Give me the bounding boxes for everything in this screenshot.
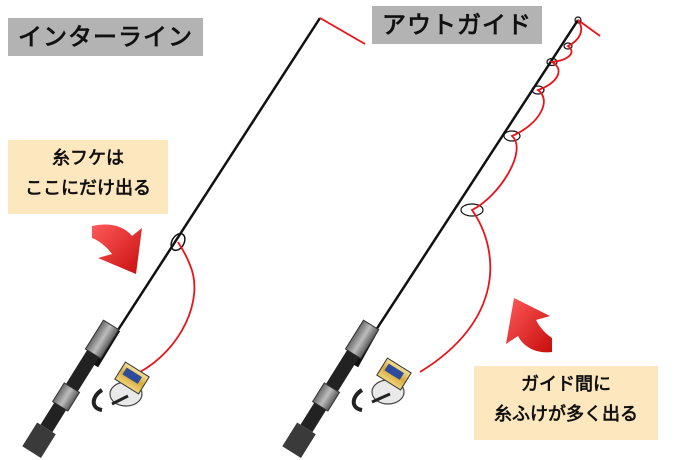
curved-arrow-left (92, 224, 142, 274)
butt-cap-left (22, 422, 56, 458)
title-interline: インターライン (8, 18, 203, 56)
grip-upper-left (65, 350, 100, 392)
entry-guide-left (170, 232, 186, 252)
note-outguide-line2: 糸ふけが多く出る (494, 404, 638, 425)
guide-3-right (531, 85, 545, 95)
note-interline: 糸フケは ここにだけ出る (8, 140, 168, 214)
grip-lower-right (300, 402, 327, 433)
line-tip-right (577, 19, 601, 37)
line-tip-left (319, 17, 366, 45)
slack-line-left (139, 241, 196, 373)
spinning-reel-right (351, 357, 412, 412)
note-outguide-line1: ガイド間に (521, 374, 611, 395)
interline-rod (22, 17, 366, 458)
spinning-reel-left (91, 361, 150, 412)
rod-blank-right (374, 19, 580, 331)
note-interline-line2: ここにだけ出る (25, 178, 151, 199)
guide-5-right (460, 203, 484, 217)
curved-arrow-right (506, 298, 552, 353)
grip-upper-right (325, 350, 360, 392)
guide-4-right (503, 130, 521, 142)
butt-cap-right (282, 422, 316, 458)
slack-line-right (419, 19, 582, 373)
rod-blank-left (116, 17, 322, 331)
title-outguide: アウトガイド (372, 6, 542, 44)
note-outguide: ガイド間に 糸ふけが多く出る (474, 366, 658, 440)
note-interline-line1: 糸フケは (52, 148, 124, 169)
guide-tip-right (574, 16, 582, 24)
outguide-rod (282, 16, 601, 458)
grip-lower-left (40, 402, 67, 433)
guide-1-right (563, 42, 573, 50)
